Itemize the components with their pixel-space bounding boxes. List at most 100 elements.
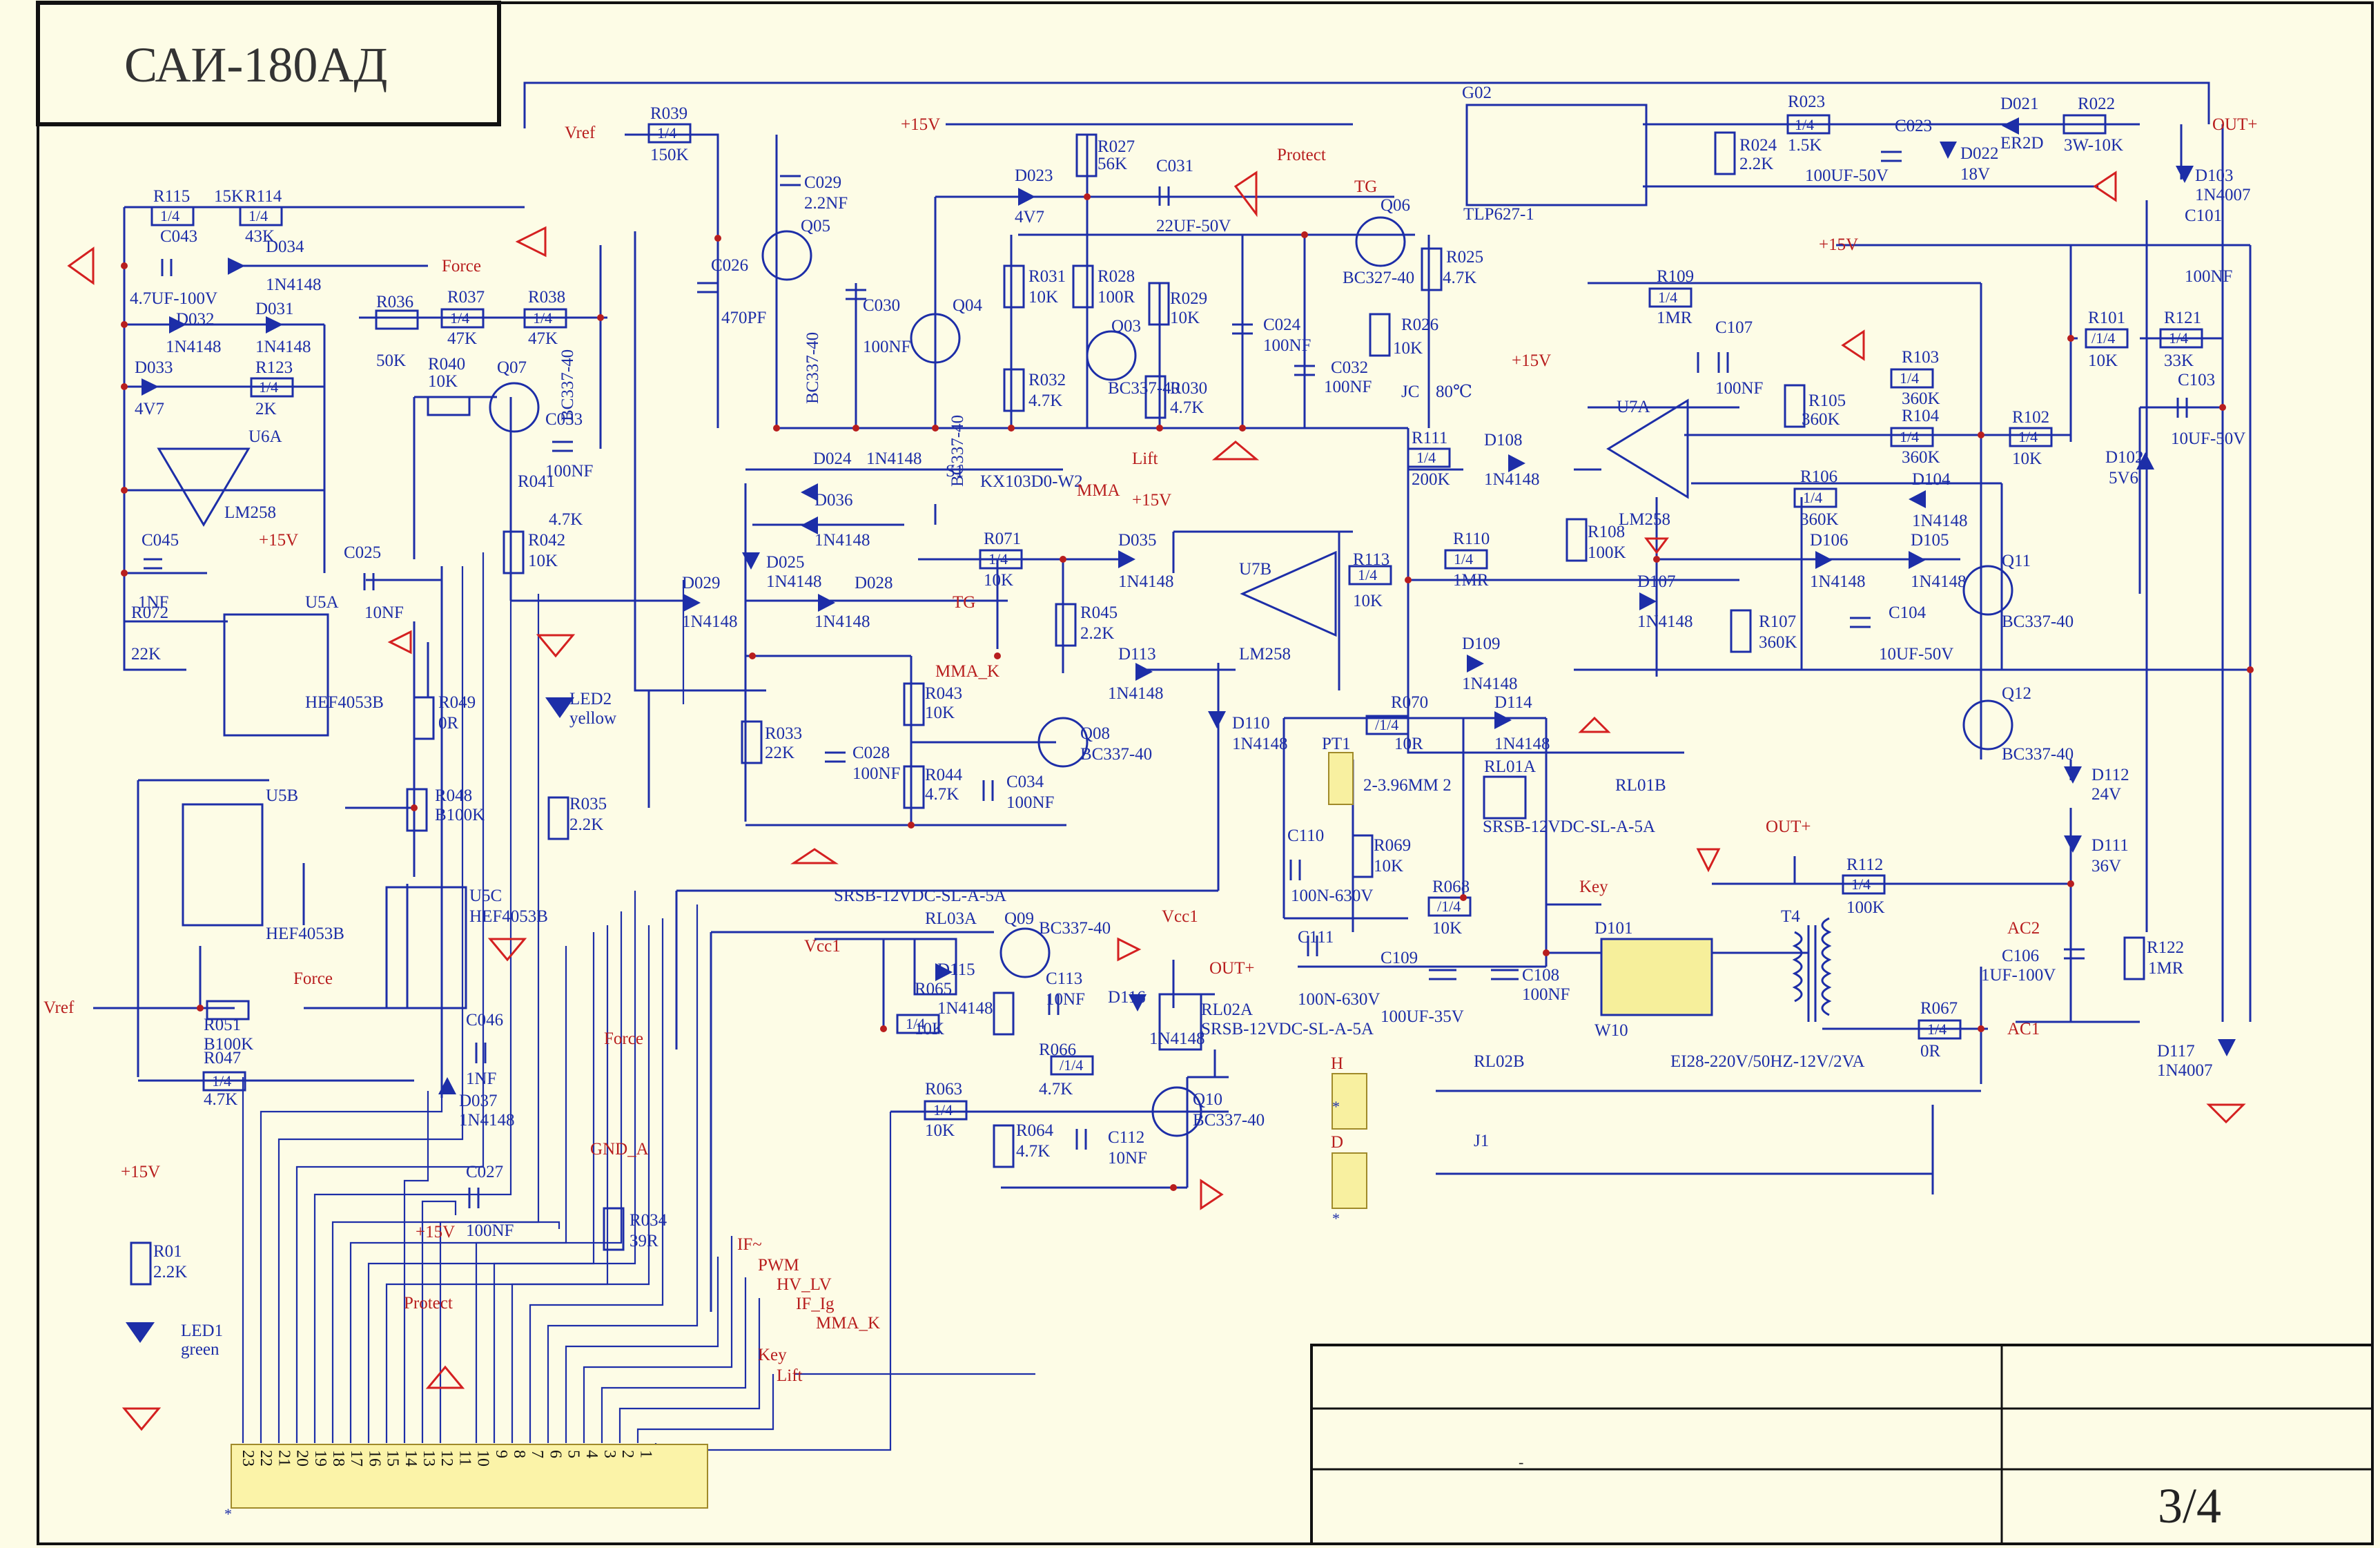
wires-bottom: [93, 566, 1229, 1312]
svg-text:/1/4: /1/4: [2091, 329, 2115, 347]
j1-pin-7: 7: [528, 1450, 546, 1458]
val-C108: 100NF: [1522, 985, 1570, 1004]
ref-D028: D028: [855, 574, 893, 592]
val-R111: 200K: [1412, 470, 1450, 489]
ref-U7A: U7A: [1617, 398, 1650, 416]
ref-D036: D036: [815, 491, 853, 510]
val-R121: 33K: [2164, 351, 2194, 370]
val-C028: 100NF: [852, 764, 900, 783]
val-D033: 4V7: [135, 400, 164, 418]
ref-R108: R108: [1588, 523, 1625, 541]
val-C026: 470PF: [721, 309, 766, 327]
ref-LED1: LED1: [181, 1322, 223, 1340]
val-D024: 1N4148: [866, 449, 922, 468]
val-R036: 50K: [376, 351, 406, 370]
val-C034: 100NF: [1006, 793, 1054, 812]
svg-text:1/4: 1/4: [657, 124, 676, 142]
val-Q12: BC337-40: [2002, 745, 2074, 764]
connector-star-h: *: [1332, 1098, 1340, 1115]
net-force-u5b: Force: [293, 969, 333, 988]
ref-D103: D103: [2195, 166, 2234, 185]
ref-R027: R027: [1098, 137, 1135, 156]
val-C024: 100NF: [1263, 336, 1311, 355]
ref-C024: C024: [1263, 316, 1301, 334]
svg-text:1/4: 1/4: [450, 309, 469, 327]
ref-C110: C110: [1287, 826, 1324, 845]
val-C101: 100NF: [2185, 267, 2232, 286]
val-D107: 1N4148: [1637, 612, 1693, 631]
sheet-number: 3/4: [2158, 1478, 2221, 1534]
ref-R025: R025: [1446, 248, 1483, 267]
net-d: D: [1331, 1133, 1343, 1152]
j1-pin-19: 19: [311, 1450, 329, 1467]
val-R103: 360K: [1902, 389, 1940, 408]
j1-pin-18: 18: [329, 1450, 347, 1467]
val-C107: 100NF: [1715, 379, 1763, 398]
val-R069: 10K: [1374, 857, 1403, 875]
j1-pin-3: 3: [601, 1450, 618, 1458]
val-C103: 10UF-50V: [2171, 429, 2245, 448]
val-C046: 1NF: [466, 1070, 496, 1088]
val-R064: 4.7K: [1016, 1142, 1050, 1161]
ref-R101: R101: [2088, 309, 2125, 327]
net-p15v-u5: +15V: [259, 531, 298, 550]
ref-C112: C112: [1108, 1128, 1144, 1147]
ref-Q12: Q12: [2002, 684, 2031, 703]
svg-text:1/4: 1/4: [1454, 550, 1473, 568]
val-R123: 2K: [255, 400, 277, 418]
svg-text:1/4: 1/4: [1927, 1020, 1947, 1038]
val-RL02A: SRSB-12VDC-SL-A-5A: [1201, 1020, 1374, 1038]
svg-text:1/4: 1/4: [160, 207, 179, 224]
ref-C106: C106: [2002, 947, 2039, 965]
j1-pin-13: 13: [420, 1450, 438, 1467]
net-ac1: AC1: [2007, 1020, 2040, 1038]
net-tg-top: TG: [1354, 177, 1377, 196]
ref-U5B: U5B: [266, 786, 298, 805]
svg-text:1/4: 1/4: [988, 550, 1008, 568]
ref-R038: R038: [528, 288, 565, 307]
val-R109: 1MR: [1657, 309, 1693, 327]
net-mma: MMA: [1077, 481, 1120, 500]
j1-pin-4: 4: [583, 1450, 601, 1458]
val-D023: 4V7: [1015, 208, 1044, 226]
ref-R067: R067: [1920, 999, 1958, 1018]
ref-R070: R070: [1391, 693, 1428, 712]
ref-RL02B: RL02B: [1474, 1052, 1525, 1071]
svg-text:/1/4: /1/4: [1375, 716, 1398, 733]
val-Q09: BC337-40: [1039, 919, 1111, 938]
ref-C029: C029: [804, 173, 841, 192]
net-vcc1-left: Vcc1: [804, 937, 841, 956]
svg-text:1/4: 1/4: [1795, 116, 1814, 133]
ref-R026: R026: [1401, 316, 1438, 334]
val-D110: 1N4148: [1232, 735, 1288, 753]
ref-R102: R102: [2012, 408, 2049, 427]
connector-star-j1: *: [224, 1505, 232, 1522]
ref-D106: D106: [1810, 531, 1849, 550]
ref-R035: R035: [569, 795, 607, 813]
net-h: H: [1331, 1054, 1343, 1073]
val-Q10: BC337-40: [1193, 1111, 1265, 1130]
j1-pin-5: 5: [565, 1450, 583, 1458]
ground-symbols: [67, 171, 2246, 1431]
val-R044: 4.7K: [925, 785, 959, 804]
ref-D102: D102: [2105, 448, 2144, 467]
val-R029: 10K: [1170, 309, 1200, 327]
ref-R106: R106: [1800, 467, 1837, 486]
ref-D037: D037: [459, 1092, 498, 1110]
ref-R040: R040: [428, 355, 465, 374]
val-D113: 1N4148: [1108, 684, 1164, 703]
ref-C108: C108: [1522, 966, 1559, 985]
val-U5B: HEF4053B: [266, 925, 344, 943]
val-D104: 1N4148: [1912, 512, 1968, 530]
ref-D112: D112: [2091, 766, 2129, 784]
ref-D021: D021: [2000, 95, 2039, 113]
j1-pin-23: 23: [239, 1450, 257, 1467]
val-D034: 1N4148: [266, 275, 322, 294]
title-block: 3/4 -: [1310, 1344, 2374, 1545]
ref-D114: D114: [1494, 693, 1532, 712]
ref-Q06: Q06: [1381, 196, 1410, 215]
ref-D111: D111: [2091, 836, 2129, 855]
ref-R034: R034: [630, 1211, 667, 1230]
ref-C031: C031: [1156, 157, 1193, 175]
svg-text:1/4: 1/4: [1900, 369, 1919, 387]
